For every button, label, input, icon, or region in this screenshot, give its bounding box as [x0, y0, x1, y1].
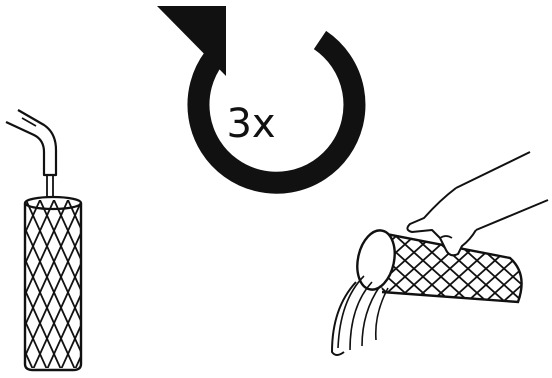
repeat-count-label: 3x	[226, 101, 275, 147]
spout-icon	[6, 110, 56, 175]
repeat-arrow-icon	[157, 6, 354, 183]
